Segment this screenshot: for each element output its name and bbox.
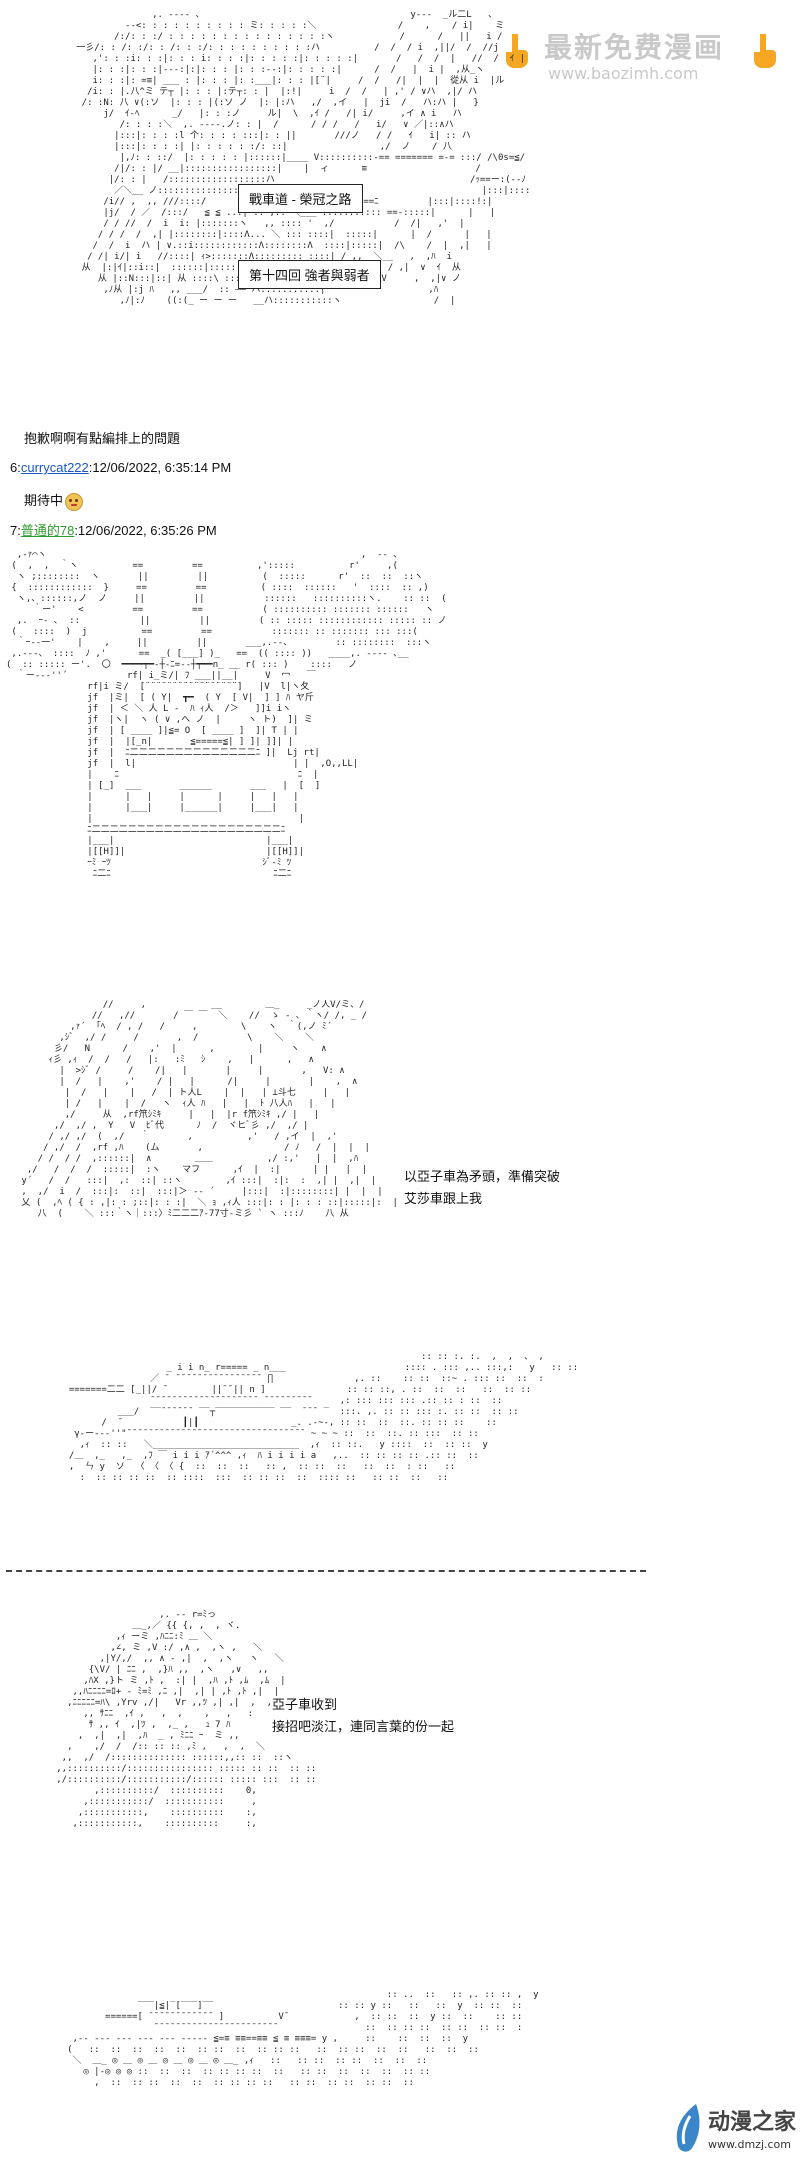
watermark-bottom: 动漫之家 www.dmzj.com bbox=[668, 2098, 796, 2160]
pointing-hand-icon bbox=[754, 34, 776, 68]
watermark-title: 最新免费漫画 bbox=[544, 31, 725, 64]
post-number: 6: bbox=[10, 460, 21, 475]
post-timestamp: :12/06/2022, 6:35:14 PM bbox=[88, 460, 232, 475]
grinning-face-icon bbox=[65, 492, 84, 511]
post-author-link[interactable]: 普通的78 bbox=[20, 523, 75, 538]
watermark-bottom-title: 动漫之家 bbox=[708, 2110, 797, 2135]
watermark-top: 最新免费漫画 www.baozimh.com bbox=[486, 18, 786, 88]
post-6-body: 期待中 bbox=[24, 490, 84, 511]
dialog-line: 以亞子車為矛頭，準備突破 bbox=[404, 1169, 561, 1184]
dialog-line: 接招吧淡江，連同言葉的份一起 bbox=[272, 1719, 455, 1734]
post-author-link[interactable]: currycat222 bbox=[20, 460, 89, 475]
ascii-art-commander: // , __ ＿_ _ノ人V/ミ、/ // ,// / ￣ ￣ ＼ // ゝ … bbox=[21, 1000, 398, 1219]
divider bbox=[6, 1570, 646, 1572]
dmzj-logo-icon bbox=[676, 2104, 700, 2152]
post-number: 7: bbox=[10, 523, 21, 538]
ascii-art-tank-front: ,‐ｧ⌒ヽ , ‐- ､ ( , , ｀ヽ == == ,'::::: r' ,… bbox=[6, 550, 447, 879]
post-6-header: 6:currycat222:12/06/2022, 6:35:14 PM bbox=[10, 460, 231, 475]
watermark-url: www.baozimh.com bbox=[548, 64, 699, 83]
title-box: 戰車道 - 榮冠之路 bbox=[238, 184, 363, 213]
pointing-hand-icon bbox=[506, 34, 528, 68]
post-7-header: 7:普通的78:12/06/2022, 6:35:26 PM bbox=[10, 520, 217, 539]
watermark-bottom-url: www.dmzj.com bbox=[708, 2138, 791, 2151]
post-body: 期待中 bbox=[24, 493, 64, 508]
apology-text: 抱歉啊啊有點編排上的問題 bbox=[24, 431, 181, 446]
dialog-second-character: 亞子車收到 接招吧淡江，連同言葉的份一起 bbox=[272, 1694, 454, 1738]
ascii-art-tank-side: :: :: :. :. , , 、 , _ i i n_ r===== _ n_… bbox=[68, 1352, 579, 1483]
episode-box: 第十四回 強者與弱者 bbox=[238, 260, 381, 289]
dialog-line: 亞子車收到 bbox=[272, 1697, 338, 1712]
ascii-art-title-characters: ,. ---- 、 y--- _ル二L 、 -‐<: : : : : : : :… bbox=[76, 10, 530, 306]
ascii-art-tank-firing: :: .. :: :: ,. :: :: , y ‾‾‾|≦|‾[‾‾‾]‾‾ … bbox=[67, 1990, 539, 2088]
post-timestamp: :12/06/2022, 6:35:26 PM bbox=[74, 523, 217, 538]
ascii-art-second-character: ,. ‐‐ r=ﾐっ ＿_,／ {{ {, , , ヾ. ,ｨ ーミ ,ﾊﾆﾆ:… bbox=[56, 1610, 317, 1829]
dialog-commander: 以亞子車為矛頭，準備突破 艾莎車跟上我 bbox=[404, 1166, 560, 1210]
dialog-line: 艾莎車跟上我 bbox=[404, 1191, 483, 1206]
